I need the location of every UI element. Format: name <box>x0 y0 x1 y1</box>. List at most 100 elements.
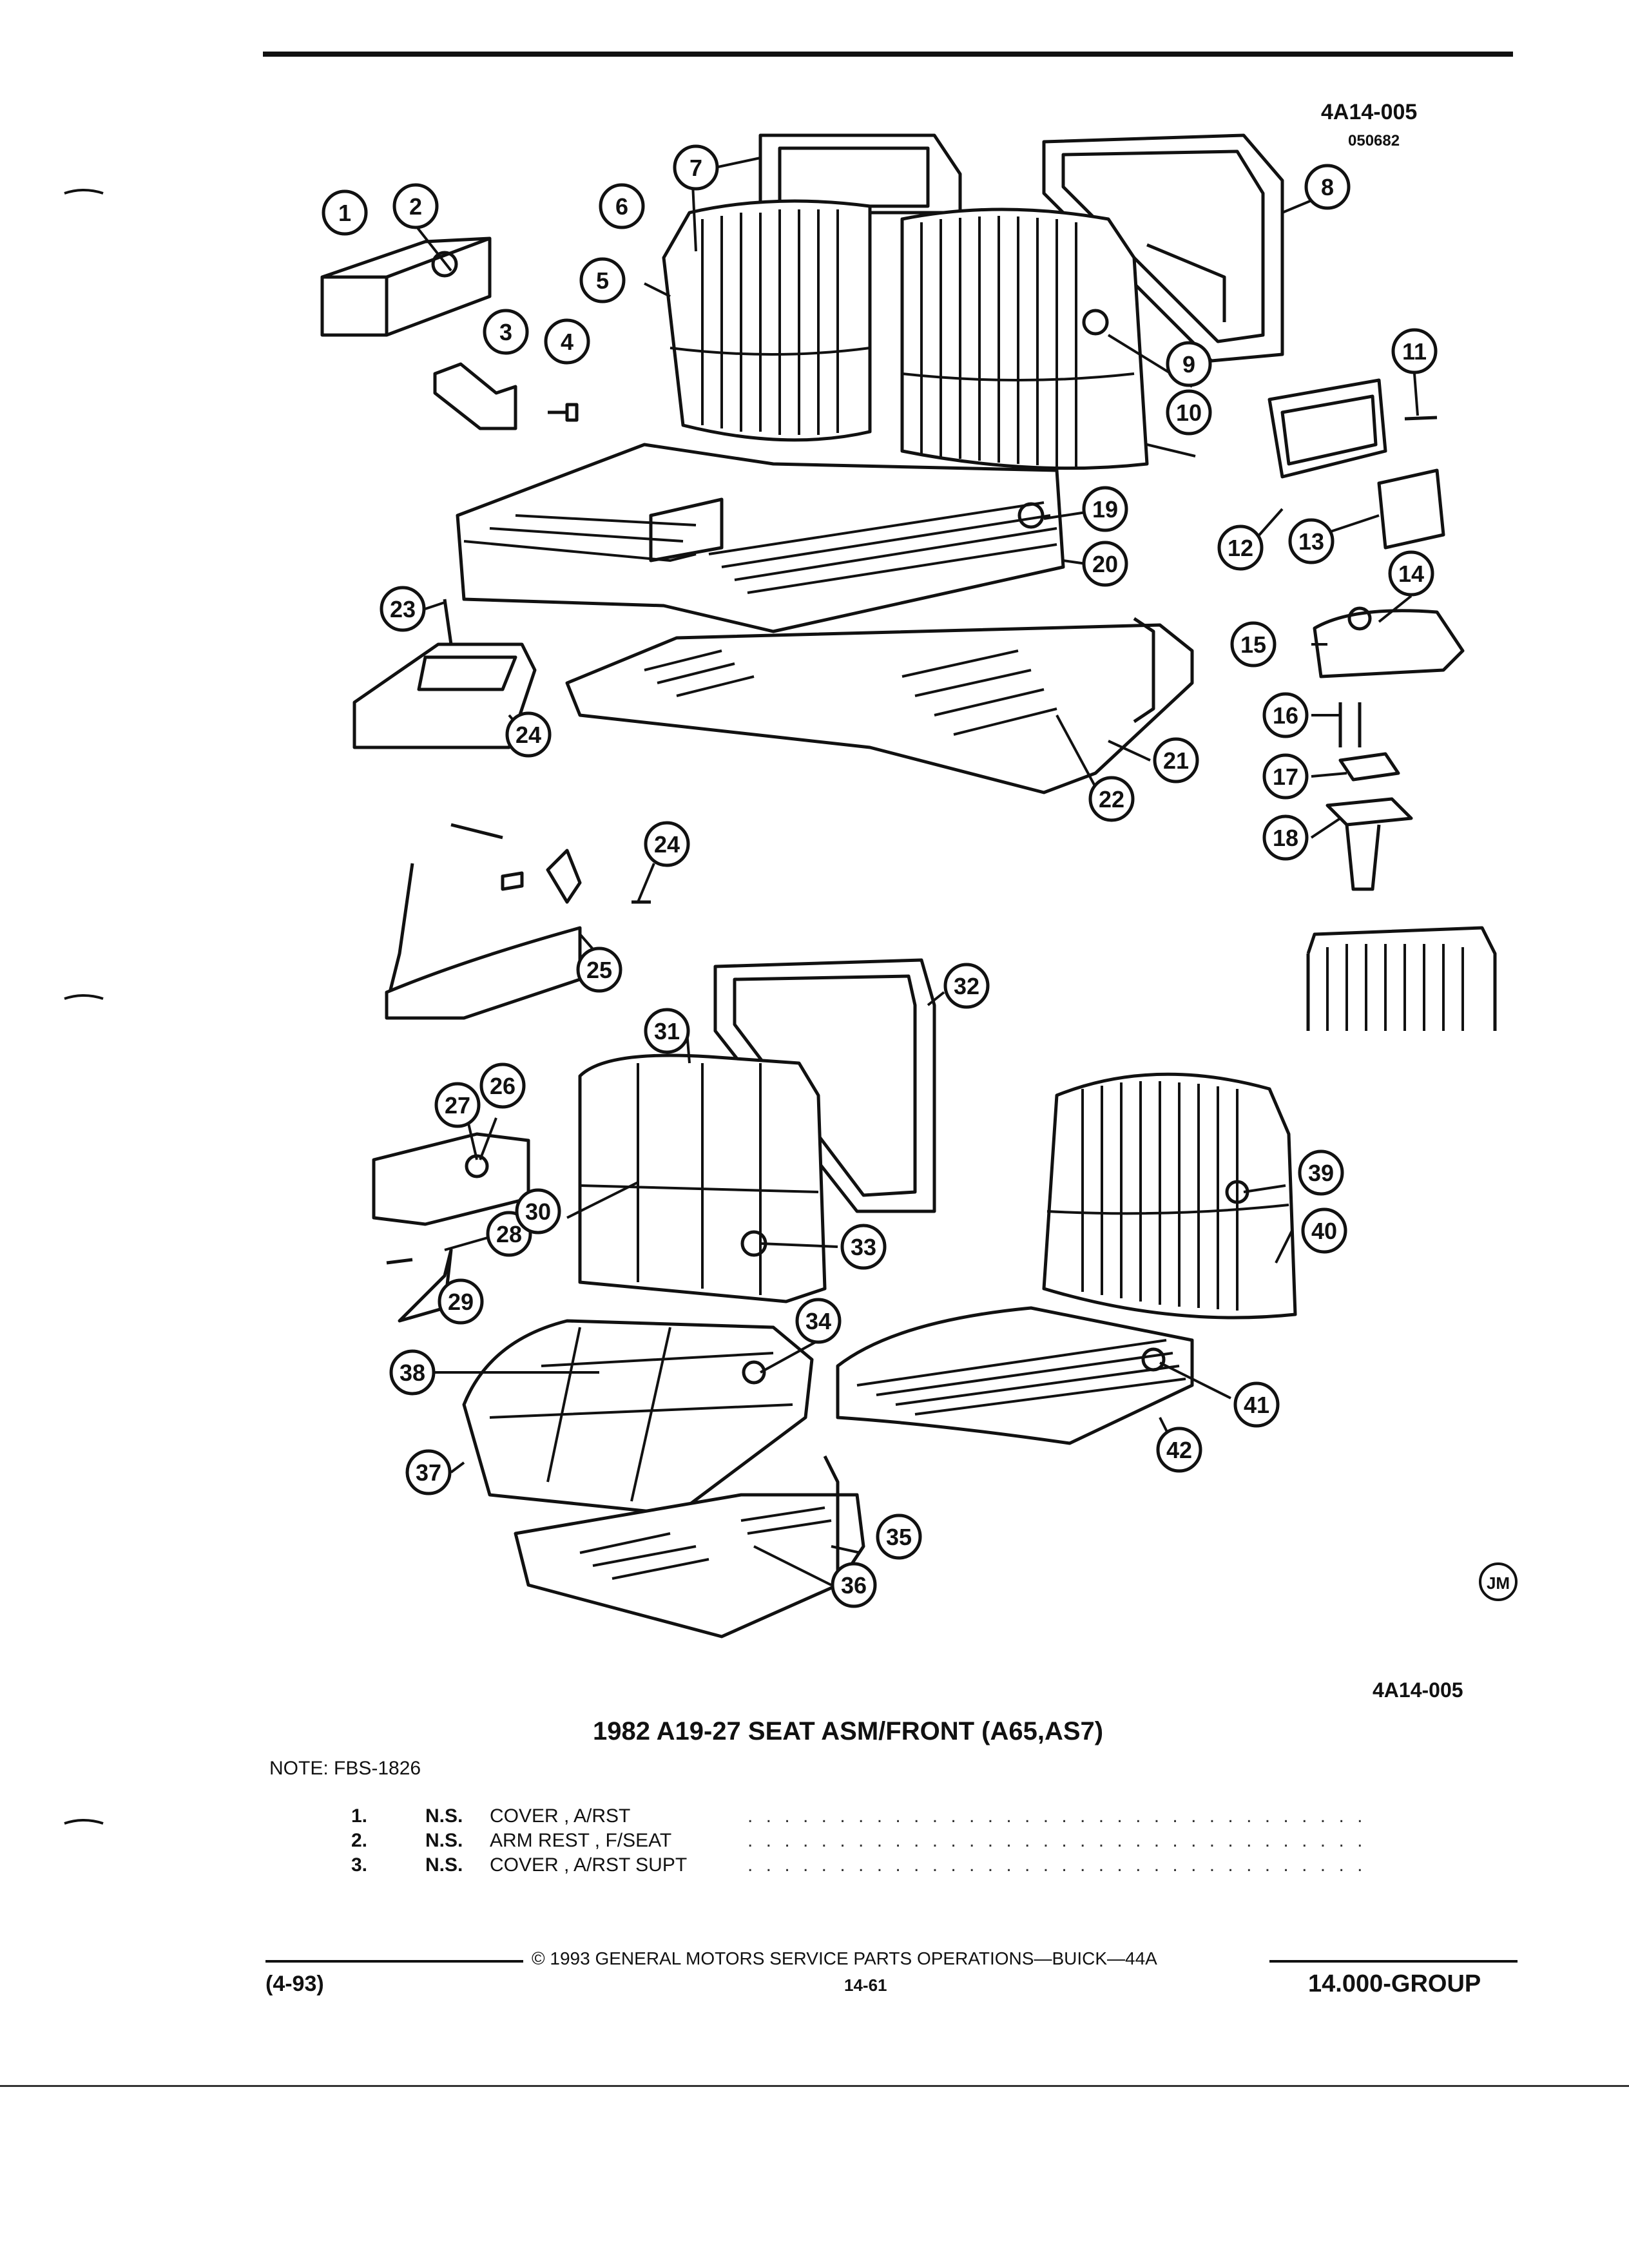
part-number: 1. <box>351 1805 367 1827</box>
callout-label: 24 <box>654 831 680 858</box>
callout-label: 26 <box>490 1073 516 1099</box>
callout-37: 37 <box>405 1449 452 1495</box>
list-item: 2. N.S. ARM REST , F/SEAT . . . . . . . … <box>329 1829 1392 1853</box>
callout-17: 17 <box>1262 753 1309 800</box>
seat-back-right <box>900 207 1149 470</box>
callout-5: 5 <box>579 257 626 303</box>
callout-15: 15 <box>1230 621 1277 668</box>
callout-label: 36 <box>841 1572 867 1599</box>
callout-2: 2 <box>392 183 439 229</box>
leader-dots: . . . . . . . . . . . . . . . . . . . . … <box>747 1854 1373 1876</box>
footer-page: 14-61 <box>844 1975 887 1995</box>
callout-label: 1 <box>338 200 351 226</box>
callout-label: 15 <box>1240 631 1266 658</box>
footer-group: 14.000-GROUP <box>1308 1970 1481 1997</box>
callout-label: 32 <box>954 973 979 999</box>
callout-11: 11 <box>1391 328 1438 374</box>
callout-20: 20 <box>1082 541 1128 587</box>
callout-24: 24 <box>505 711 552 758</box>
armrest-cover-part <box>320 236 492 337</box>
callout-7: 7 <box>673 144 719 191</box>
leader-dots: . . . . . . . . . . . . . . . . . . . . … <box>747 1805 1373 1827</box>
callout-34: 34 <box>795 1298 842 1344</box>
seat-back-frame-left <box>758 133 962 215</box>
callout-9: 9 <box>1166 341 1212 387</box>
callout-23: 23 <box>380 586 426 632</box>
callout-39: 39 <box>1298 1149 1344 1196</box>
callout-label: 12 <box>1228 535 1253 561</box>
callout-32: 32 <box>943 963 990 1009</box>
callout-30: 30 <box>515 1188 561 1235</box>
bucket-back-frame <box>713 958 936 1213</box>
callout-label: 38 <box>400 1360 425 1386</box>
callout-label: 18 <box>1273 825 1298 851</box>
list-item: 3. N.S. COVER , A/RST SUPT . . . . . . .… <box>329 1853 1392 1878</box>
callout-label: 28 <box>496 1221 522 1247</box>
callout-25: 25 <box>576 947 622 993</box>
callout-19: 19 <box>1082 486 1128 532</box>
callout-8: 8 <box>1304 164 1351 210</box>
callout-10: 10 <box>1166 389 1212 436</box>
seat-back-partial <box>1306 926 1497 1031</box>
bucket-back-cushion <box>578 1053 827 1303</box>
callout-label: 34 <box>805 1308 831 1334</box>
callout-label: 30 <box>525 1198 551 1225</box>
callout-12: 12 <box>1217 524 1264 571</box>
callout-label: 14 <box>1398 561 1424 587</box>
footer-copyright: © 1993 GENERAL MOTORS SERVICE PARTS OPER… <box>532 1948 1157 1968</box>
callout-label: 29 <box>448 1289 474 1315</box>
callout-label: 8 <box>1321 174 1334 200</box>
callout-18: 18 <box>1262 814 1309 861</box>
callout-label: 13 <box>1298 528 1324 555</box>
armrest-base-part <box>352 599 537 749</box>
headrest-parts <box>1268 378 1465 891</box>
callout-label: 5 <box>596 267 609 294</box>
leader-dots: . . . . . . . . . . . . . . . . . . . . … <box>747 1830 1373 1851</box>
page-title: 1982 A19-27 SEAT ASM/FRONT (A65,AS7) <box>593 1717 1104 1745</box>
callout-label: 4 <box>561 329 574 355</box>
artist-mark: JM <box>1479 1562 1518 1601</box>
part-description: COVER , A/RST SUPT <box>490 1854 688 1876</box>
figure-code-bottom: 4A14-005 <box>1373 1678 1463 1702</box>
footer-rule-left <box>265 1960 523 1963</box>
bucket-armrest-cover <box>372 1132 530 1226</box>
note-line: NOTE: FBS-1826 <box>269 1758 421 1779</box>
callout-4: 4 <box>544 318 590 365</box>
part-ns: N.S. <box>425 1854 463 1876</box>
callout-26: 26 <box>479 1062 526 1109</box>
part-number: 3. <box>351 1854 367 1876</box>
bottom-rule <box>0 2085 1629 2087</box>
footer-rule-right <box>1269 1960 1518 1963</box>
callout-35: 35 <box>876 1514 922 1560</box>
callout-42: 42 <box>1156 1427 1202 1473</box>
callout-label: 9 <box>1182 351 1195 378</box>
top-rule <box>263 52 1513 57</box>
callout-label: 25 <box>586 957 612 983</box>
callout-16: 16 <box>1262 692 1309 738</box>
seat-side-detail <box>385 823 651 1020</box>
date-code: 050682 <box>1348 132 1400 149</box>
list-item: 1. N.S. COVER , A/RST . . . . . . . . . … <box>329 1804 1392 1829</box>
callout-label: 16 <box>1273 702 1298 729</box>
callout-40: 40 <box>1301 1207 1347 1254</box>
callout-3: 3 <box>483 309 529 355</box>
parts-list: 1. N.S. COVER , A/RST . . . . . . . . . … <box>329 1804 1392 1878</box>
callout-label: 7 <box>689 155 702 181</box>
callout-label: 22 <box>1099 786 1124 812</box>
callout-label: 39 <box>1308 1160 1334 1186</box>
figure-code-top: 4A14-005 <box>1321 100 1418 124</box>
footer-revision: (4-93) <box>265 1972 324 1996</box>
part-description: ARM REST , F/SEAT <box>490 1830 672 1851</box>
callout-label: 33 <box>851 1234 876 1260</box>
part-description: COVER , A/RST <box>490 1805 631 1827</box>
callout-label: 10 <box>1176 399 1202 426</box>
callout-label: 6 <box>615 193 628 220</box>
part-ns: N.S. <box>425 1805 463 1827</box>
callout-label: 19 <box>1092 496 1118 523</box>
callout-41: 41 <box>1233 1381 1280 1428</box>
callout-label: 35 <box>886 1524 912 1550</box>
margin-marks <box>64 189 104 1825</box>
part-ns: N.S. <box>425 1830 463 1851</box>
part-number: 2. <box>351 1830 367 1851</box>
